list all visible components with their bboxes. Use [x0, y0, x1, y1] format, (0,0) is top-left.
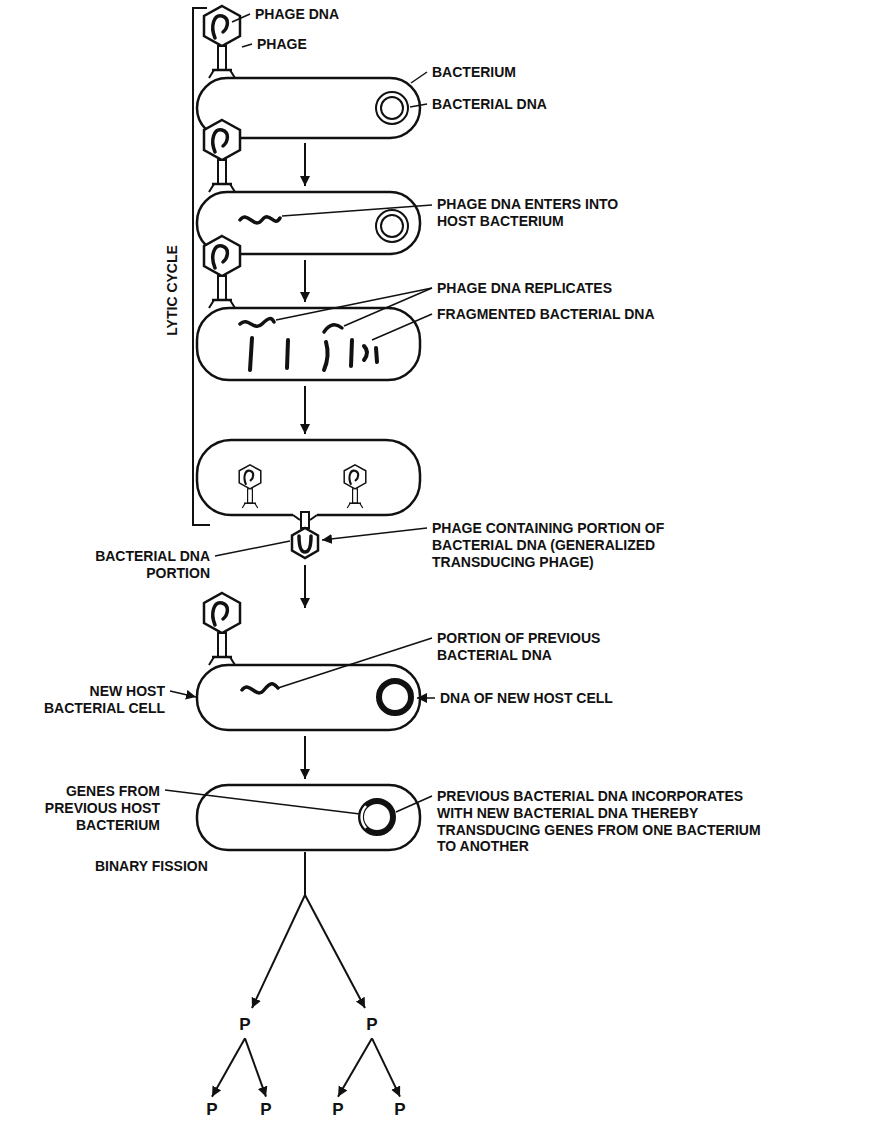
leader-line: [165, 14, 435, 814]
fission-connector: [212, 1038, 245, 1096]
daughter-cell: P: [362, 1014, 381, 1037]
new-host-cell: [197, 665, 420, 730]
bacterial-dna: [381, 215, 403, 237]
step-label: PREVIOUS BACTERIAL DNA INCORPORATES WITH…: [437, 788, 782, 855]
phage: [204, 593, 240, 665]
part-label: GENES FROM PREVIOUS HOST BACTERIUM: [20, 783, 160, 833]
phage: [239, 465, 261, 508]
daughter-cell-label: P: [332, 1101, 343, 1120]
transducing-phage: [292, 512, 318, 558]
part-label: BACTERIUM: [432, 64, 516, 81]
step-label: PHAGE DNA ENTERS INTO HOST BACTERIUM: [437, 196, 652, 230]
fission-connector: [338, 1038, 372, 1096]
phage: [204, 120, 240, 192]
part-label: BACTERIAL DNA: [432, 96, 547, 113]
step-label: FRAGMENTED BACTERIAL DNA: [437, 306, 655, 323]
step-label: PHAGE CONTAINING PORTION OF BACTERIAL DN…: [432, 520, 732, 570]
daughter-cell: P: [202, 1099, 221, 1122]
bursting-bacterium: [197, 440, 420, 515]
part-label: PORTION OF PREVIOUS BACTERIAL DNA: [437, 630, 677, 664]
part-label: PHAGE DNA: [255, 6, 339, 23]
fission-connector: [372, 1038, 400, 1096]
transduced-genes: [362, 806, 366, 828]
phage-dna: [240, 319, 274, 327]
daughter-cell-label: P: [260, 1101, 271, 1120]
fragmented-dna: [250, 338, 377, 370]
part-label: DNA OF NEW HOST CELL: [440, 690, 613, 707]
recombinant-dna: [361, 801, 393, 833]
cycle-label: LYTIC CYCLE: [164, 230, 181, 350]
stage-arrow: [304, 143, 306, 779]
daughter-cell: P: [328, 1099, 347, 1122]
daughter-cell: P: [390, 1099, 409, 1122]
bacterium: [197, 308, 420, 380]
step-label: PHAGE DNA REPLICATES: [437, 280, 612, 297]
phage: [344, 465, 366, 508]
daughter-cell: P: [235, 1014, 254, 1037]
part-label: NEW HOST BACTERIAL CELL: [25, 683, 165, 717]
phage-dna: [240, 217, 280, 223]
daughter-cell-label: P: [394, 1101, 405, 1120]
daughter-cell-label: P: [206, 1101, 217, 1120]
bacterial-dna: [381, 97, 403, 119]
bacterial-dna: [376, 210, 408, 242]
bacterial-dna: [376, 92, 408, 124]
part-label: BACTERIAL DNA PORTION: [70, 548, 210, 582]
phage: [204, 236, 240, 308]
daughter-cell-label: P: [366, 1016, 377, 1035]
daughter-cell-label: P: [239, 1016, 250, 1035]
new-host-dna: [379, 681, 411, 713]
step-label: BINARY FISSION: [95, 858, 208, 875]
fission-connector: [245, 1038, 266, 1096]
part-label: PHAGE: [257, 36, 307, 53]
phage: [204, 6, 240, 78]
fission-arrow: [252, 852, 365, 1008]
previous-bacterial-dna: [242, 684, 278, 693]
recombinant-cell: [197, 785, 420, 850]
phage-dna: [324, 325, 342, 332]
daughter-cell: P: [256, 1099, 275, 1122]
